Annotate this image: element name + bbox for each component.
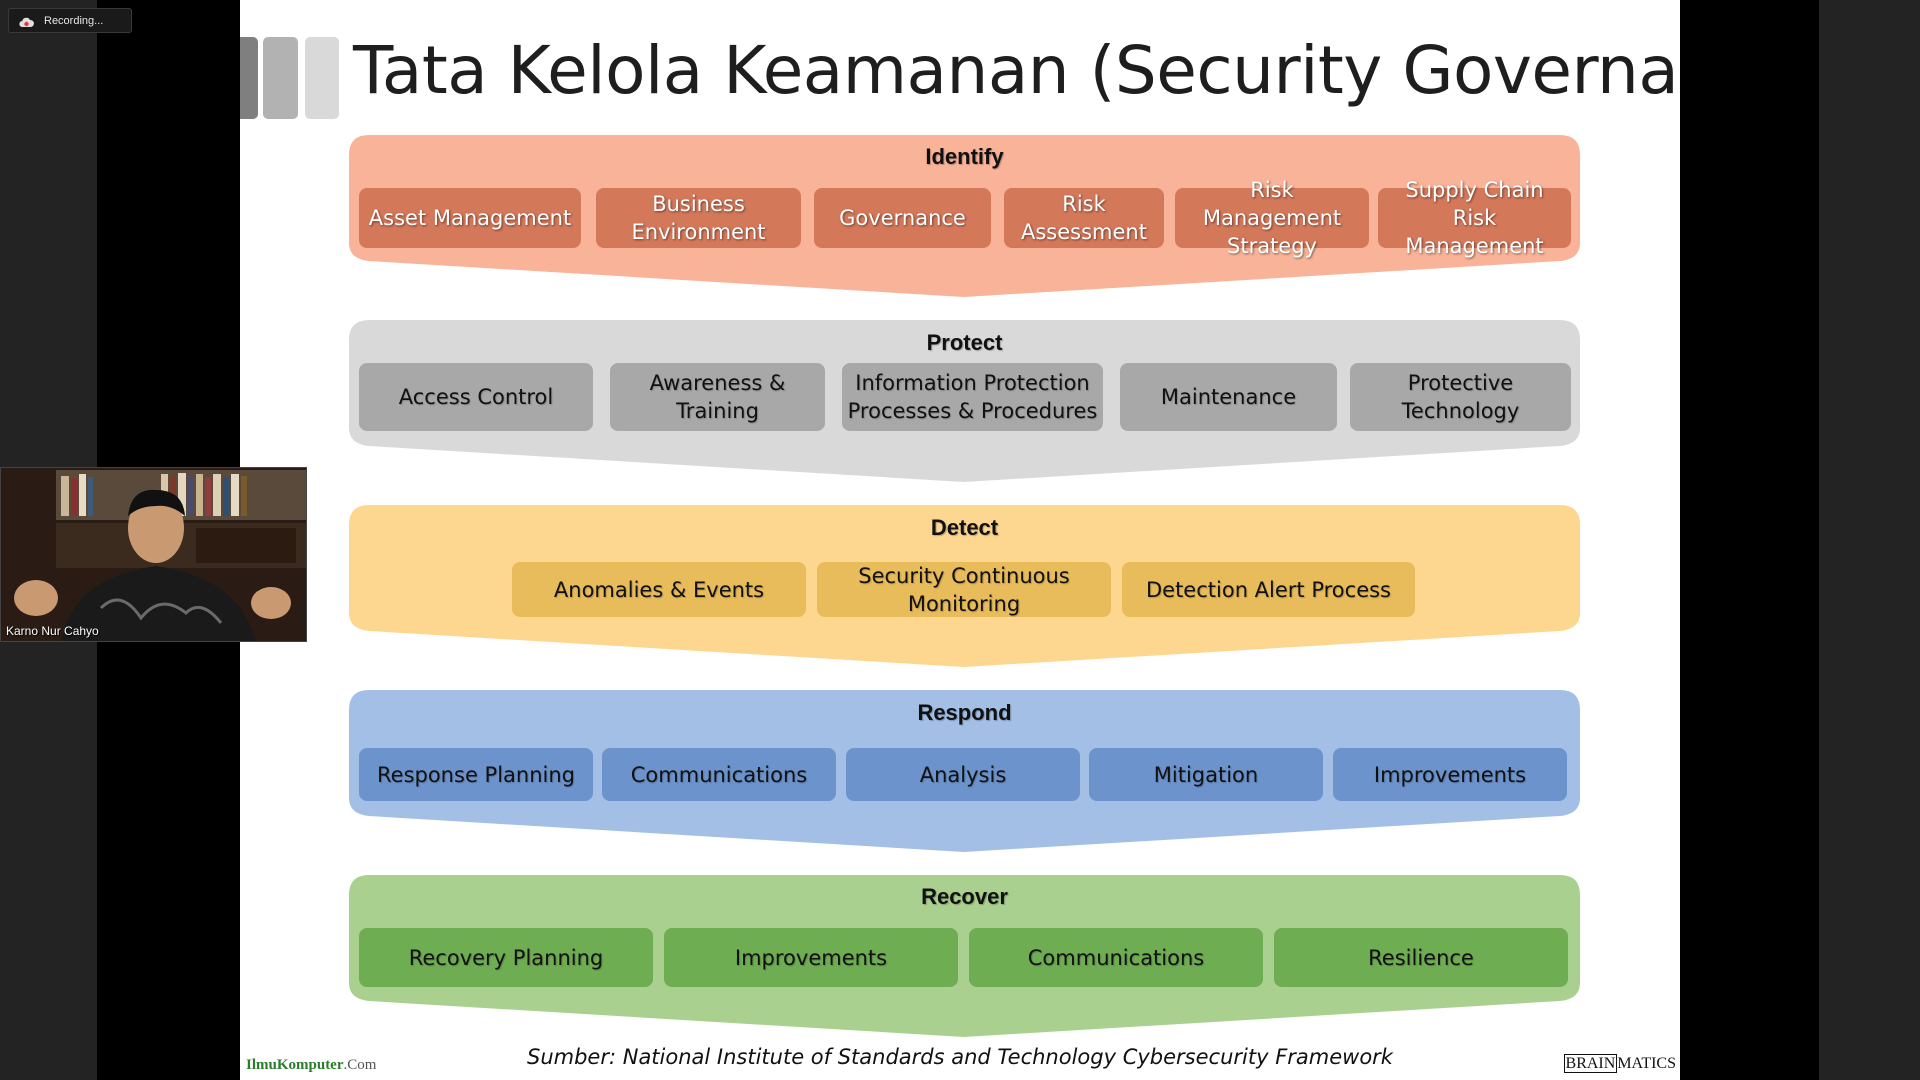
participant-name: Karno Nur Cahyo bbox=[6, 624, 99, 638]
category-awareness-training: Awareness & Training bbox=[610, 363, 825, 431]
source-citation: Sumber: National Institute of Standards … bbox=[527, 1045, 1393, 1069]
category-access-control: Access Control bbox=[359, 363, 593, 431]
category-risk-management-strategy: Risk Management Strategy bbox=[1175, 178, 1369, 258]
band-title-recover: Recover bbox=[921, 884, 1008, 909]
band-protect: Protect Access Control Awareness & Train… bbox=[349, 320, 1580, 484]
category-recovery-planning: Recovery Planning bbox=[359, 928, 653, 987]
category-supply-chain-risk-management: Supply Chain Risk Management bbox=[1378, 178, 1571, 258]
band-identify: Identify Asset Management Business Envir… bbox=[349, 135, 1580, 299]
recording-indicator[interactable]: Recording... bbox=[8, 8, 132, 33]
category-information-protection: Information Protection Processes & Proce… bbox=[842, 363, 1103, 431]
category-response-planning: Response Planning bbox=[359, 748, 593, 801]
category-detection-alert-process: Detection Alert Process bbox=[1122, 562, 1415, 617]
category-improvements: Improvements bbox=[664, 928, 958, 987]
band-recover: Recover Recovery Planning Improvements C… bbox=[349, 875, 1580, 1039]
category-analysis: Analysis bbox=[846, 748, 1080, 801]
category-risk-assessment: Risk Assessment bbox=[1004, 188, 1164, 248]
band-title-identify: Identify bbox=[925, 144, 1004, 169]
title-decoration-bar bbox=[263, 37, 298, 119]
category-improvements: Improvements bbox=[1333, 748, 1567, 801]
category-maintenance: Maintenance bbox=[1120, 363, 1337, 431]
category-mitigation: Mitigation bbox=[1089, 748, 1323, 801]
app-background-right bbox=[1819, 0, 1920, 1080]
band-detect: Detect Anomalies & Events Security Conti… bbox=[349, 505, 1580, 669]
slide-title: Tata Kelola Keamanan (Security Governanc… bbox=[353, 32, 1680, 109]
participant-video-tile[interactable]: Karno Nur Cahyo bbox=[0, 467, 307, 642]
recording-label: Recording... bbox=[44, 14, 104, 27]
category-security-continuous-monitoring: Security Continuous Monitoring bbox=[817, 562, 1111, 617]
cloud-record-icon bbox=[19, 14, 34, 28]
category-asset-management: Asset Management bbox=[359, 188, 581, 248]
band-title-detect: Detect bbox=[930, 515, 999, 540]
ilmukomputer-logo: IlmuKomputer.Com bbox=[246, 1057, 377, 1073]
category-protective-technology: Protective Technology bbox=[1350, 363, 1571, 431]
band-title-protect: Protect bbox=[926, 330, 1003, 355]
title-decoration-bar bbox=[240, 37, 258, 119]
category-anomalies-events: Anomalies & Events bbox=[512, 562, 806, 617]
category-governance: Governance bbox=[814, 188, 991, 248]
category-communications: Communications bbox=[602, 748, 836, 801]
category-communications: Communications bbox=[969, 928, 1263, 987]
participant-video-feed bbox=[1, 468, 306, 641]
band-respond: Respond Response Planning Communications… bbox=[349, 690, 1580, 854]
band-recover-shape bbox=[349, 875, 1580, 1037]
presentation-slide: Tata Kelola Keamanan (Security Governanc… bbox=[240, 0, 1680, 1080]
title-decoration-bar bbox=[305, 37, 339, 119]
band-title-respond: Respond bbox=[917, 700, 1012, 725]
category-business-environment: Business Environment bbox=[596, 188, 801, 248]
letterbox-right bbox=[1680, 0, 1819, 1080]
category-resilience: Resilience bbox=[1274, 928, 1568, 987]
